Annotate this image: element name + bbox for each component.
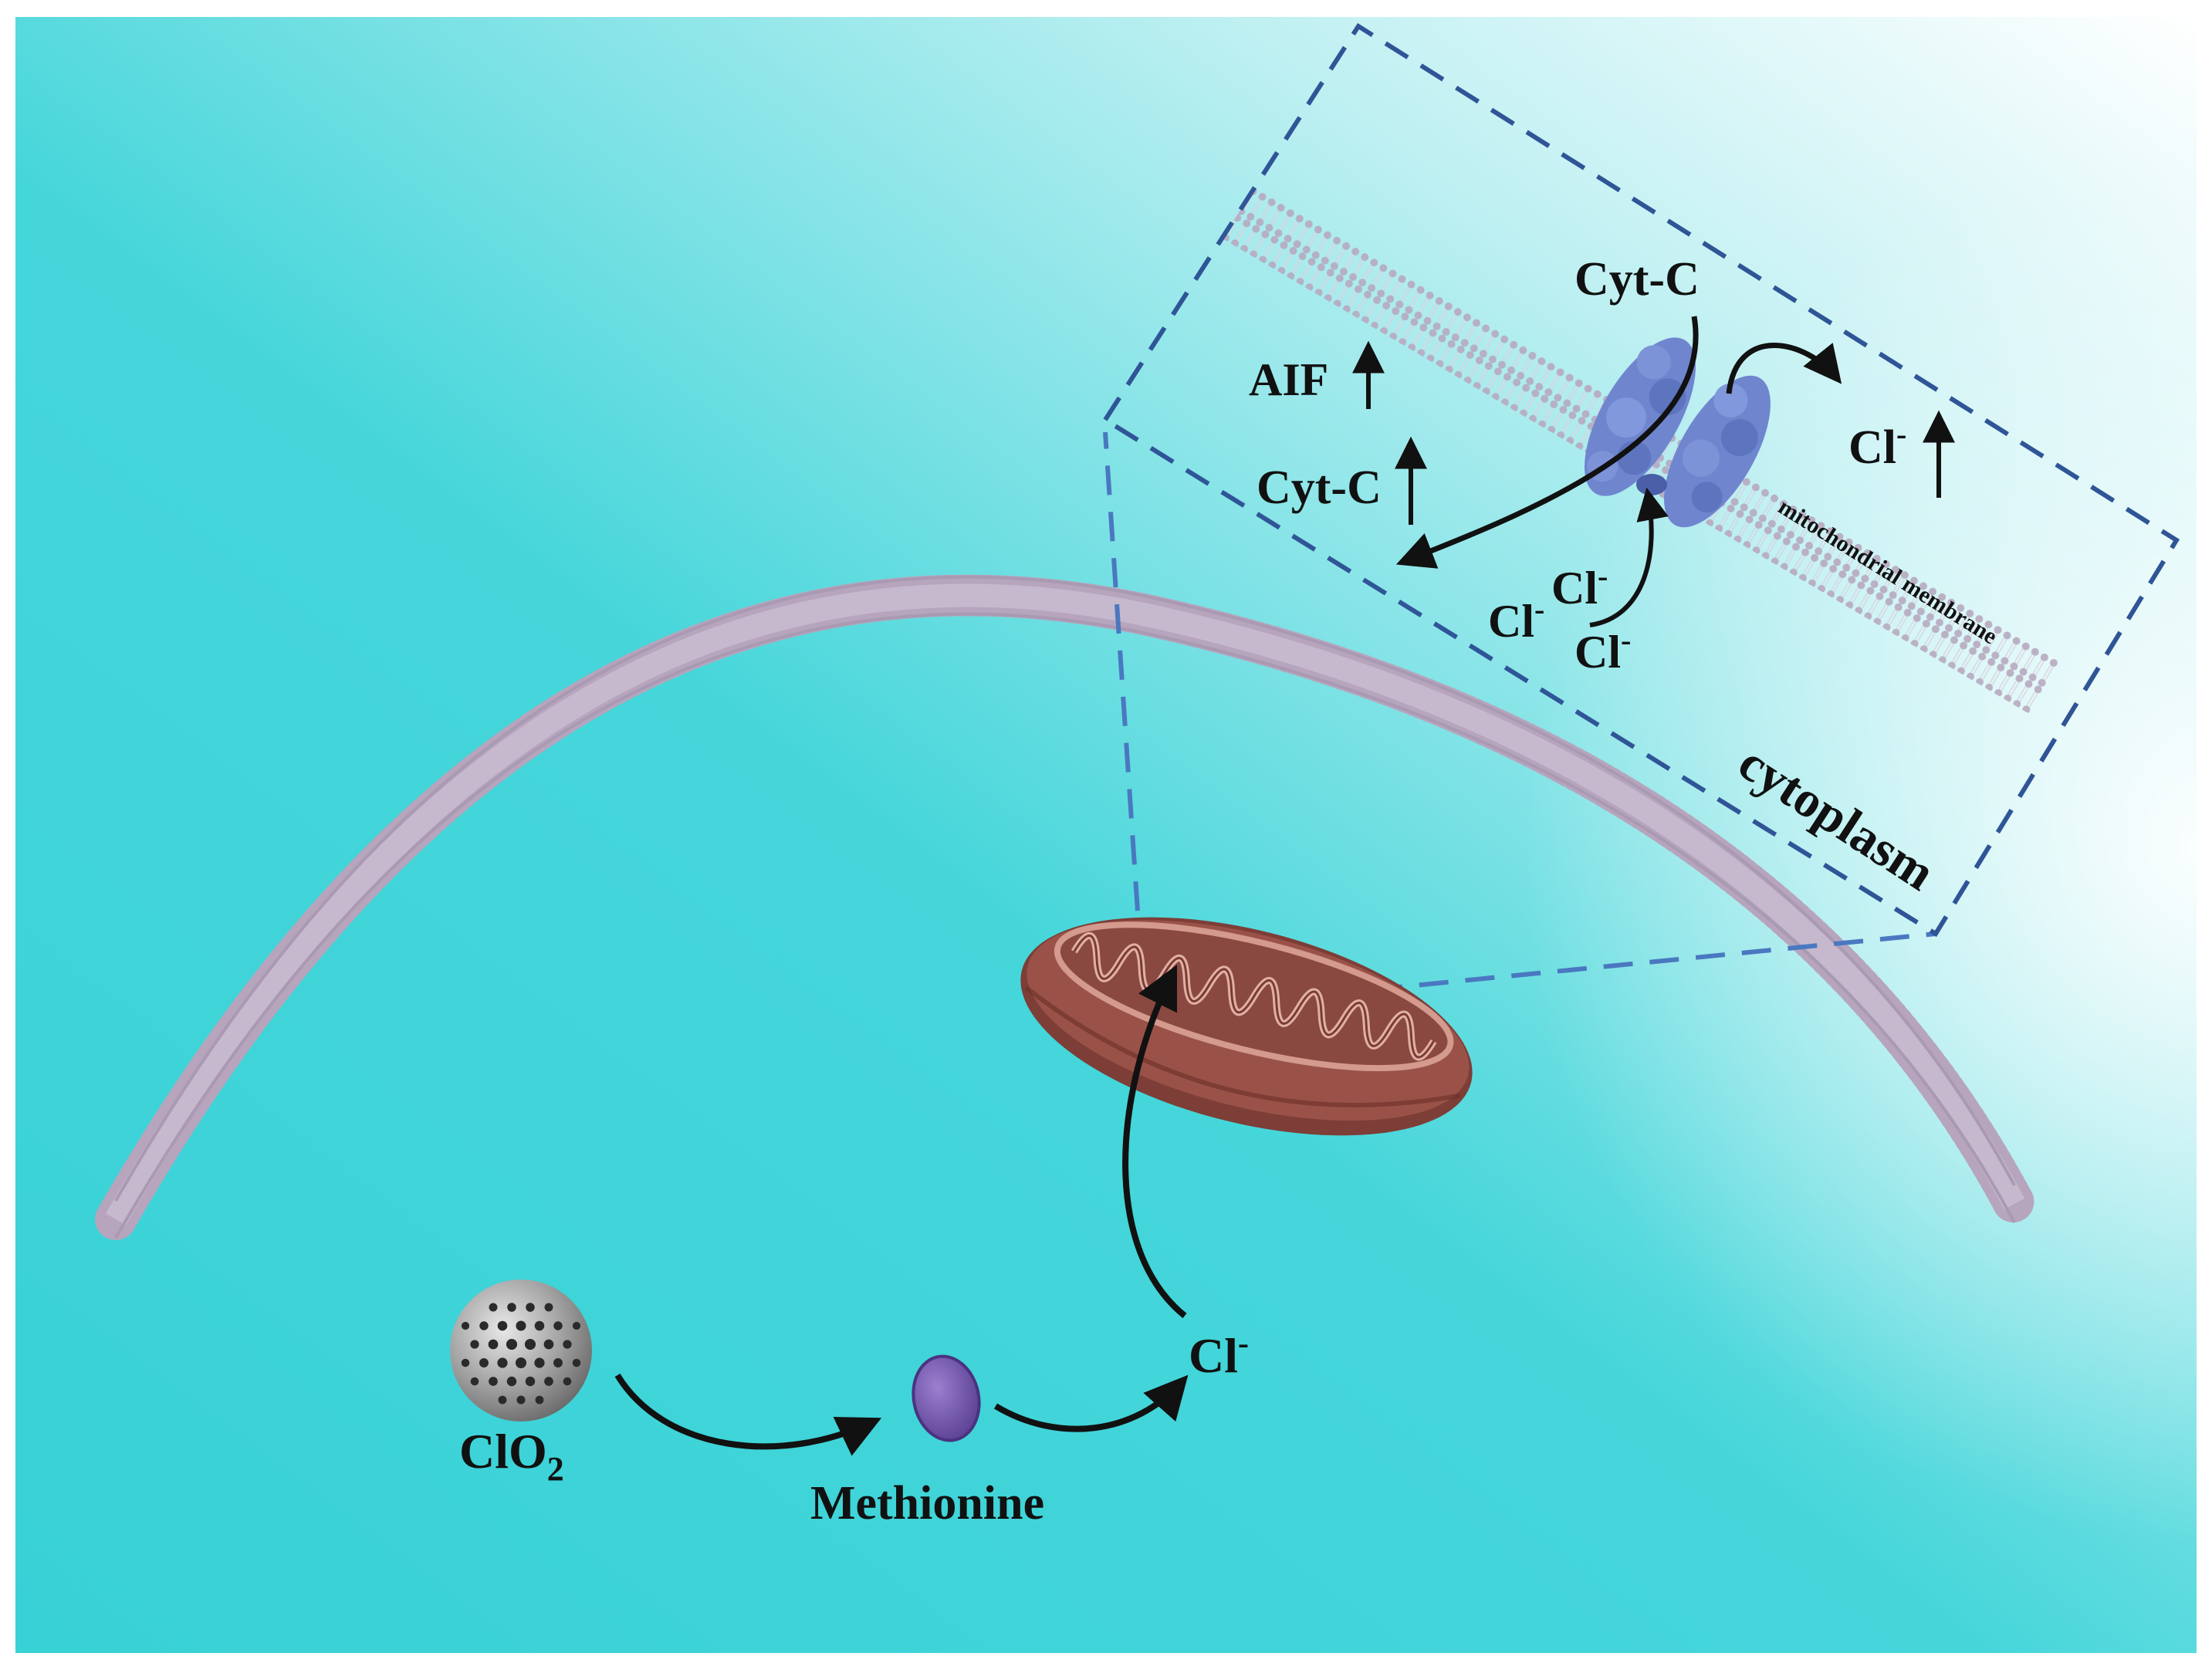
cl-to-mitochondrion-arrow <box>1122 964 1187 1319</box>
cl-inset-a-label: Cl- <box>1551 559 1608 614</box>
cl-inset-b-label: Cl- <box>1488 592 1544 647</box>
cl-influx-arrow <box>1589 487 1669 627</box>
methionine-to-cl-arrow <box>993 1374 1189 1432</box>
cytc-left-label: Cyt-C <box>1257 461 1382 514</box>
cl-inset-right-label: Cl- <box>1848 417 1906 474</box>
cl-efflux-arrow <box>1726 343 1842 394</box>
cytc-top-label: Cyt-C <box>1574 253 1700 306</box>
cl-inset-c-label: Cl- <box>1574 623 1631 678</box>
methionine-molecule-icon <box>912 1354 981 1442</box>
clo2-label: ClO2 <box>459 1424 564 1488</box>
cytc-release-arrow <box>1395 316 1699 569</box>
zoom-box-frame <box>1101 22 2180 938</box>
clo2-nanoparticle-icon <box>450 1280 592 1422</box>
methionine-label: Methionine <box>810 1477 1044 1530</box>
cl-ion-label: Cl- <box>1189 1326 1249 1383</box>
clo2-to-methionine-arrow <box>614 1373 882 1456</box>
aif-label: AIF <box>1249 354 1328 405</box>
zoom-inset: Cyt-C AIF Cyt-C Cl- Cl- Cl- Cl- mitochon… <box>1101 22 2180 938</box>
